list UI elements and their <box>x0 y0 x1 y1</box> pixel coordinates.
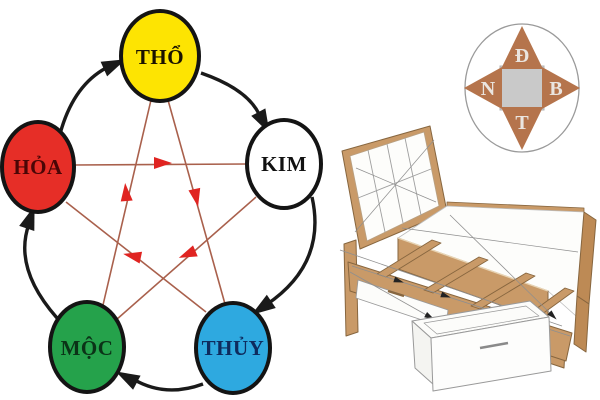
edge-kim-moc <box>115 196 257 321</box>
drawer-handle <box>479 341 509 350</box>
node-tho-label: THỔ <box>136 45 184 69</box>
node-hoa <box>0 120 76 214</box>
arc-thuy-moc <box>132 377 204 392</box>
node-kim-label: KIM <box>261 152 307 176</box>
node-moc-label: MỘC <box>61 336 114 360</box>
compass-point-bottom <box>501 107 543 150</box>
arc-tho-kim <box>200 71 261 115</box>
arrowhead-moc-tho <box>120 183 133 202</box>
bed-footboard-leg <box>573 295 590 353</box>
arrowhead-thuy-moc <box>115 371 141 390</box>
node-hoa-label: HỎA <box>13 155 63 179</box>
compass-rose: Đ B N T <box>464 23 580 153</box>
pull-out-drawer <box>411 300 552 392</box>
arrowhead-hoa-kim <box>154 157 172 169</box>
arc-moc-hoa <box>23 223 59 320</box>
arrowhead-thuy-hoa <box>123 251 143 264</box>
element-nodes <box>0 9 323 395</box>
headboard-grid <box>357 137 432 233</box>
compass-point-top <box>501 26 543 69</box>
compass-point-right <box>542 67 580 109</box>
compass-letter-right: B <box>549 78 562 100</box>
five-elements-diagram: THỔ KIM HỎA MỘC THỦY <box>0 9 323 395</box>
drawer-front-face <box>430 316 552 392</box>
compass-center-square <box>499 65 545 111</box>
arrowhead-kim-thuy <box>251 294 276 315</box>
compass-letters: Đ B N T <box>481 45 563 134</box>
generating-cycle-arcs <box>23 66 317 392</box>
arrowhead-tho-thuy <box>188 187 201 207</box>
left-drawer-handle <box>387 289 405 298</box>
arrowhead-kim-moc <box>178 245 198 258</box>
compass-letter-left: N <box>481 78 496 100</box>
bed-illustration <box>339 125 597 392</box>
compass-points <box>464 26 580 150</box>
element-node-labels: THỔ KIM HỎA MỘC THỦY <box>13 45 307 360</box>
node-thuy <box>194 301 272 395</box>
arc-hoa-tho <box>58 66 107 135</box>
arc-kim-thuy <box>265 196 317 307</box>
bed-headboard <box>341 125 448 337</box>
node-tho <box>119 9 201 103</box>
mattress-dimension-line <box>401 227 579 253</box>
edge-moc-tho <box>102 99 152 306</box>
drawer-inner-rim <box>423 305 540 335</box>
overcoming-cycle-arrowheads <box>120 157 201 264</box>
compass-letter-top: Đ <box>515 45 529 67</box>
compass-point-left <box>464 67 502 109</box>
node-moc <box>48 300 126 394</box>
node-thuy-label: THỦY <box>202 336 265 360</box>
compass-letter-bottom: T <box>515 112 529 134</box>
headboard-dimension-lines <box>354 139 437 233</box>
node-kim <box>245 118 323 210</box>
overcoming-cycle-lines <box>65 99 257 321</box>
